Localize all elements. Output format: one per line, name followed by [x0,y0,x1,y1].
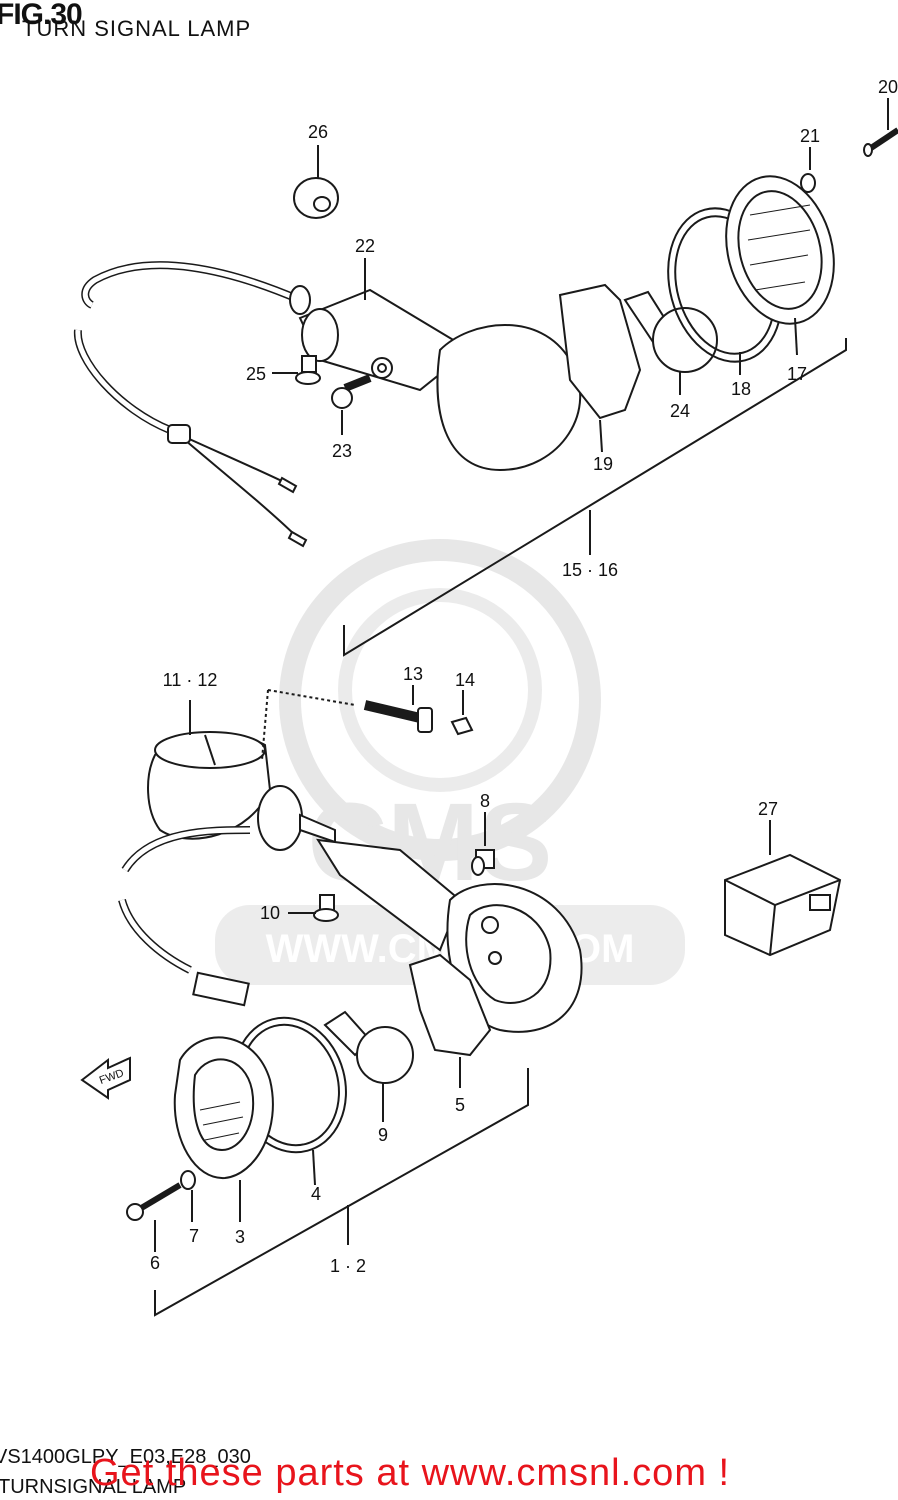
promo-link[interactable]: Get these parts at www.cmsnl.com ! [90,1452,731,1494]
callout-19: 19 [593,454,613,474]
callout-18: 18 [731,379,751,399]
callout-22: 22 [355,236,375,256]
fwd-arrow-icon [80,1056,131,1100]
bulb-9 [323,1010,414,1122]
screw-20 [863,98,898,157]
callout-15-16: 15 · 16 [562,560,618,580]
screw-8 [471,812,495,876]
screw-10 [288,894,339,922]
model-code: VS1400GLPY_E03,E28_030 [0,1446,251,1468]
lamp-housing-22 [289,285,582,472]
grommet-26 [293,145,339,219]
lens-3 [173,1036,274,1222]
callout-21: 21 [800,126,820,146]
callout-5: 5 [455,1095,465,1115]
callout-23: 23 [332,441,352,461]
callout-24: 24 [670,401,690,421]
nut-14 [450,690,474,736]
callout-9: 9 [378,1125,388,1145]
callout-20: 20 [878,77,898,97]
washer-7 [180,1170,196,1190]
callout-26: 26 [308,122,328,142]
stay-11-12 [147,689,356,851]
socket-plate-5 [408,953,492,1057]
callout-3: 3 [235,1227,245,1247]
callout-4: 4 [311,1184,321,1204]
callout-27: 27 [758,799,778,819]
callout-17: 17 [787,364,807,384]
washer-21 [800,173,816,193]
bottom-caption: TURNSIGNAL LAMP [0,1476,187,1498]
callout-8: 8 [480,791,490,811]
callout-25: 25 [246,364,266,384]
figure-title: FIG.30 [0,0,83,31]
assembly-bracket-1-2 [154,1068,529,1317]
callout-7: 7 [189,1226,199,1246]
callout-6: 6 [150,1253,160,1273]
callout-13: 13 [403,664,423,684]
assembly-bracket-15-16 [343,338,847,657]
callout-1-2: 1 · 2 [330,1256,366,1276]
callout-10: 10 [260,903,280,923]
bolt-13 [363,685,433,733]
bulb-24 [623,290,718,395]
screw-25 [272,355,321,385]
flasher-relay-27 [724,820,842,957]
screw-6 [126,1182,182,1252]
screw-23 [331,374,372,435]
callout-14: 14 [455,670,475,690]
lens-17 [725,175,835,356]
figure-subtitle: TURN SIGNAL LAMP [22,16,252,41]
socket-plate-19 [558,283,642,420]
callout-11-12: 11 · 12 [163,670,218,690]
